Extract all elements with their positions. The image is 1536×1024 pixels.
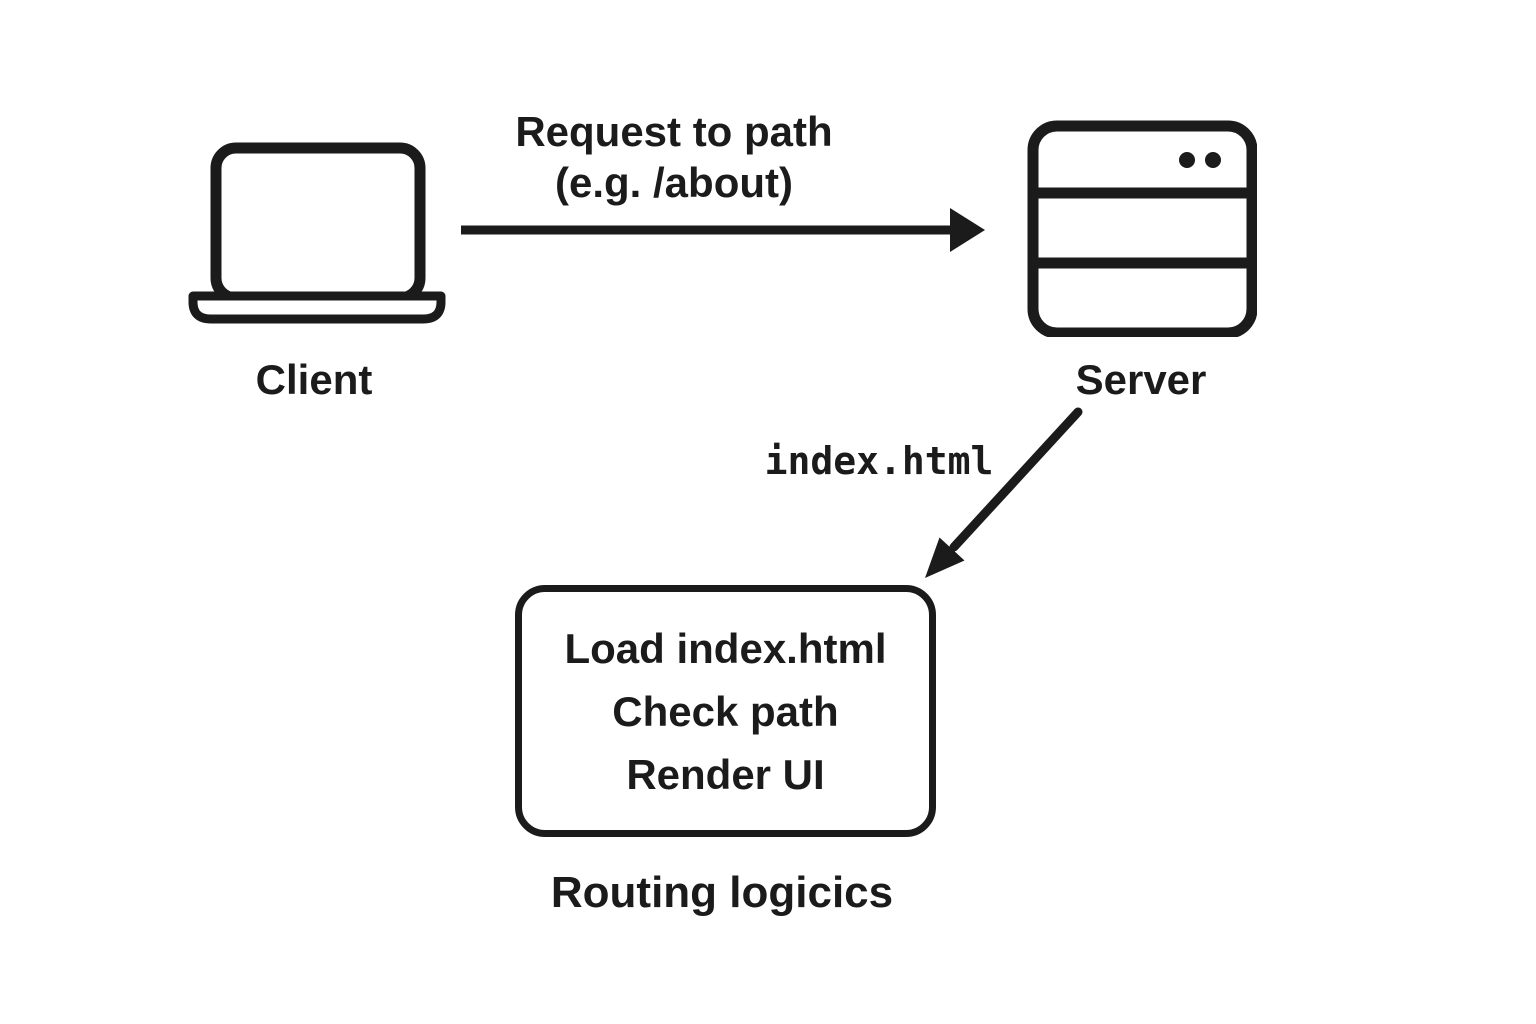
request-label-line1: Request to path — [515, 108, 833, 155]
routing-box-line: Check path — [612, 687, 839, 735]
request-arrow-label: Request to path (e.g. /about) — [515, 106, 832, 208]
laptop-icon — [188, 142, 446, 324]
server-led-dot — [1205, 152, 1221, 168]
response-arrowhead-icon — [925, 537, 965, 578]
routing-box-caption: Routing logicics — [550, 868, 894, 917]
server-icon — [1027, 120, 1257, 337]
routing-box: Load index.html Check path Render UI — [515, 585, 936, 837]
server-label: Server — [1075, 356, 1207, 403]
client-label: Client — [255, 356, 373, 403]
request-arrow — [461, 208, 985, 252]
routing-box-line: Load index.html — [564, 624, 887, 672]
request-arrowhead-icon — [950, 208, 985, 252]
server-node — [1027, 117, 1257, 337]
client-node — [185, 141, 449, 325]
response-arrow — [925, 407, 1083, 578]
response-arrow-label: index.html — [764, 439, 994, 483]
server-led-dot — [1179, 152, 1195, 168]
request-label-line2: (e.g. /about) — [555, 159, 793, 206]
routing-box-line: Render UI — [626, 750, 825, 798]
